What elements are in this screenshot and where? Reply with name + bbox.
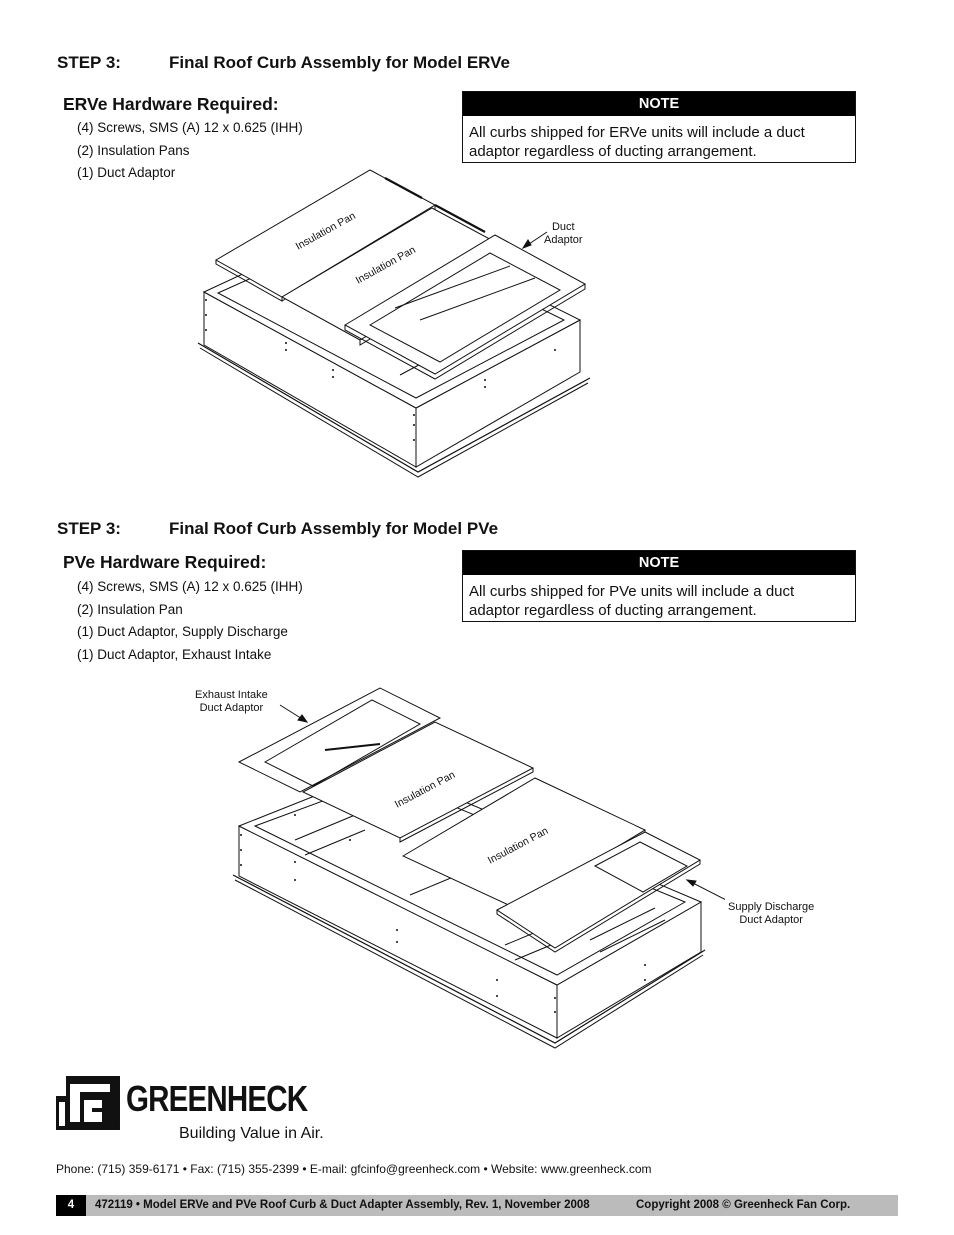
list-item: (2) Insulation Pan <box>77 601 183 617</box>
contact-info: Phone: (715) 359-6171 • Fax: (715) 355-2… <box>56 1162 652 1176</box>
step-number: STEP 3: <box>57 53 121 72</box>
label-line: Duct <box>551 221 575 233</box>
hardware-list-pve: (4) Screws, SMS (A) 12 x 0.625 (IHH) (2)… <box>77 576 303 666</box>
step-heading-pve: STEP 3: Final Roof Curb Assembly for Mode… <box>57 519 498 539</box>
supply-discharge-label: Supply Discharge Duct Adaptor <box>728 901 814 927</box>
label-line: Duct Adaptor <box>199 702 264 714</box>
document-info: 472119 • Model ERVe and PVe Roof Curb & … <box>95 1199 590 1211</box>
step-title: Final Roof Curb Assembly for Model ERVe <box>169 53 510 72</box>
greenheck-mark-icon <box>56 1076 120 1130</box>
list-item: (4) Screws, SMS (A) 12 x 0.625 (IHH) <box>77 120 303 135</box>
step-heading-erve: STEP 3: Final Roof Curb Assembly for Mode… <box>57 53 510 73</box>
note-box-erve: NOTE All curbs shipped for ERVe units wi… <box>462 91 856 163</box>
note-line: adaptor regardless of ducting arrangemen… <box>469 602 757 619</box>
list-item: (4) Screws, SMS (A) 12 x 0.625 (IHH) <box>77 579 303 594</box>
screw-holes <box>205 299 556 441</box>
list-item: (1) Duct Adaptor, Exhaust Intake <box>77 646 272 662</box>
label-line: Supply Discharge <box>728 901 815 913</box>
page-number: 4 <box>56 1195 86 1216</box>
label-line: Duct Adaptor <box>739 914 803 926</box>
note-line: All curbs shipped for PVe units will inc… <box>469 583 795 600</box>
brand-tagline: Building Value in Air. <box>179 1125 324 1142</box>
screw-holes <box>240 814 646 1013</box>
note-heading: NOTE <box>463 92 855 116</box>
hardware-list-erve: (4) Screws, SMS (A) 12 x 0.625 (IHH) (2)… <box>77 117 303 185</box>
label-line: Exhaust Intake <box>195 689 268 701</box>
erve-curb-diagram: Insulation Pan Insulation Pan <box>197 169 591 478</box>
copyright: Copyright 2008 © Greenheck Fan Corp. <box>636 1199 851 1211</box>
note-heading: NOTE <box>463 551 855 575</box>
note-line: All curbs shipped for ERVe units will in… <box>469 124 805 141</box>
registered-mark: ® <box>113 1121 119 1128</box>
footer-bar <box>86 1195 898 1216</box>
note-text: All curbs shipped for ERVe units will in… <box>463 116 855 162</box>
list-item: (1) Duct Adaptor, Supply Discharge <box>77 624 288 639</box>
note-line: adaptor regardless of ducting arrangemen… <box>469 143 757 160</box>
list-item: (2) Insulation Pans <box>77 142 190 158</box>
step-title: Final Roof Curb Assembly for Model PVe <box>169 519 499 538</box>
duct-adaptor-label: Duct Adaptor <box>544 221 583 247</box>
brand-wordmark: GREENHECK <box>126 1078 308 1119</box>
hardware-title-erve: ERVe Hardware Required: <box>63 94 279 114</box>
note-text: All curbs shipped for PVe units will inc… <box>463 575 855 621</box>
step-number: STEP 3: <box>57 519 121 538</box>
note-box-pve: NOTE All curbs shipped for PVe units wil… <box>462 550 856 622</box>
greenheck-logo: GREENHECK ® Building Value in Air. <box>56 1076 346 1146</box>
label-line: Adaptor <box>544 234 583 246</box>
list-item: (1) Duct Adaptor <box>77 165 176 180</box>
hardware-title-pve: PVe Hardware Required: <box>63 552 267 572</box>
pve-curb-diagram: Insulation Pan Insulation Pan <box>232 687 725 1049</box>
exhaust-intake-label: Exhaust Intake Duct Adaptor <box>195 689 268 715</box>
